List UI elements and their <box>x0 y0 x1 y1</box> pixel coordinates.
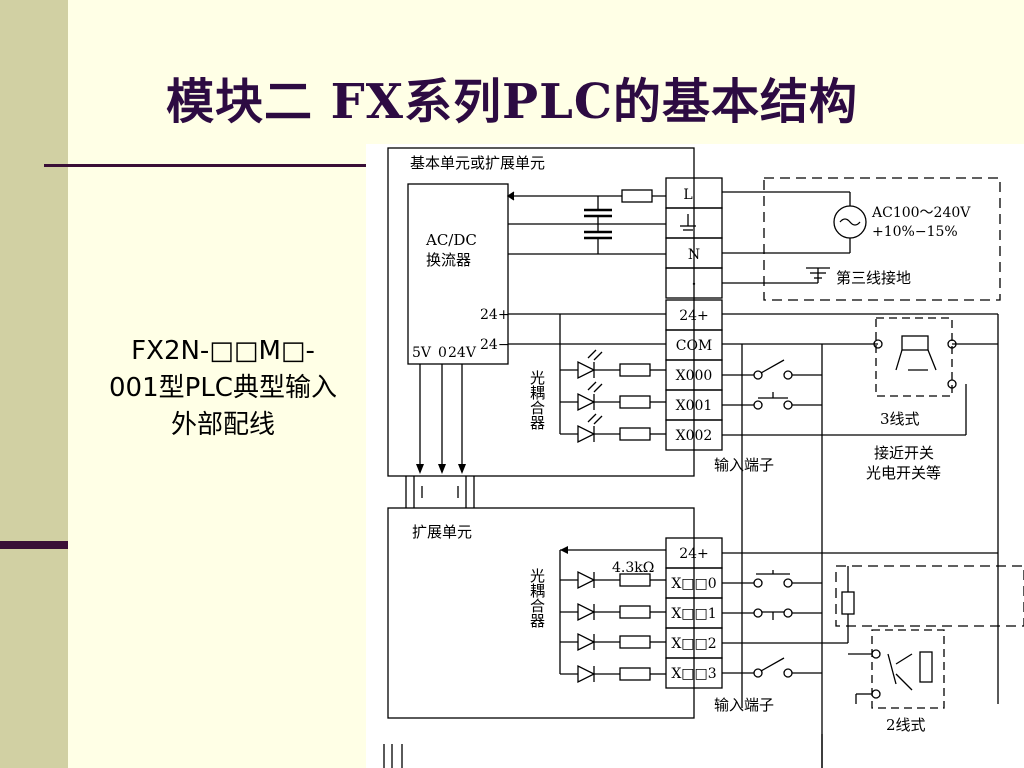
terminal-ext-x0: X□□0 <box>671 576 716 592</box>
power-spec-line2: +10%−15% <box>872 224 958 240</box>
acdc-label-line1: AC/DC <box>425 231 477 249</box>
optocoupler-label-basic: 光耦合器 <box>528 370 546 430</box>
wiring-diagram: 基本单元或扩展单元 AC/DC 换流器 24+ 24− 5V 0 24V 光耦合… <box>366 144 1024 768</box>
terminal-dot: · <box>691 274 697 295</box>
two-wire-sensor-box <box>871 629 945 709</box>
caption-line-2: 001型PLC典型输入 <box>109 373 337 403</box>
terminal-ext-x1: X□□1 <box>671 606 716 622</box>
terminal-ext-x3: X□□3 <box>671 666 716 682</box>
page-title: 模块二 FX系列PLC的基本结构 <box>165 74 859 130</box>
caption-line-3: 外部配线 <box>170 410 275 440</box>
plus24-internal-label: 24+ <box>480 307 510 323</box>
volt-5v-label: 5V <box>412 345 432 361</box>
optocoupler-ext-group <box>560 570 666 684</box>
volt-24v-label: 24V <box>448 345 477 361</box>
caption-line-1: FX2N-□□M□- <box>131 336 315 366</box>
proximity-line1: 接近开关 <box>874 444 934 462</box>
terminal-x001: X001 <box>676 398 713 414</box>
terminal-N: N <box>688 247 700 263</box>
terminal-ext-24plus: 24+ <box>679 546 709 562</box>
figure-caption: FX2N-□□M□- 001型PLC典型输入 外部配线 <box>76 333 370 444</box>
resistor-value-label: 4.3kΩ <box>612 560 654 576</box>
three-wire-label: 3线式 <box>880 410 920 428</box>
switch-ext-x1 <box>722 608 822 620</box>
minus24-internal-label: 24− <box>480 337 510 353</box>
terminal-x002: X002 <box>676 428 713 444</box>
sidebar-strip <box>0 0 68 768</box>
terminal-ext-x2: X□□2 <box>671 636 716 652</box>
two-wire-label: 2线式 <box>886 716 926 734</box>
acdc-label-line2: 换流器 <box>426 251 471 269</box>
volt-0-label: 0 <box>438 345 447 361</box>
dashed-bus-box <box>835 565 1024 627</box>
switch-ext-x3 <box>722 657 822 678</box>
acdc-converter-box <box>407 183 509 365</box>
optocoupler-label-ext: 光耦合器 <box>528 568 546 628</box>
extension-unit-label: 扩展单元 <box>412 523 472 541</box>
switch-ext-x0 <box>722 570 822 588</box>
input-terminal-label-bottom: 输入端子 <box>714 696 774 714</box>
terminal-com: COM <box>676 338 713 354</box>
optocoupler-basic-group <box>560 349 666 444</box>
proximity-line2: 光电开关等 <box>866 464 941 482</box>
title-underline <box>44 164 370 167</box>
terminal-24plus: 24+ <box>679 308 709 324</box>
ground-label: 第三线接地 <box>836 269 911 287</box>
extension-unit-box <box>387 507 695 719</box>
basic-unit-box <box>387 147 695 477</box>
basic-unit-label: 基本单元或扩展单元 <box>410 154 545 172</box>
switch-x001 <box>722 392 822 410</box>
input-terminal-label-top: 输入端子 <box>714 456 774 474</box>
three-wire-sensor-box <box>875 317 953 397</box>
switch-x000 <box>722 359 822 380</box>
power-spec-line1: AC100～240V <box>871 205 971 221</box>
sidebar-accent-bar <box>0 541 68 549</box>
terminal-L: L <box>683 187 692 203</box>
terminal-x000: X000 <box>676 368 713 384</box>
ac-power-box <box>763 177 1001 301</box>
